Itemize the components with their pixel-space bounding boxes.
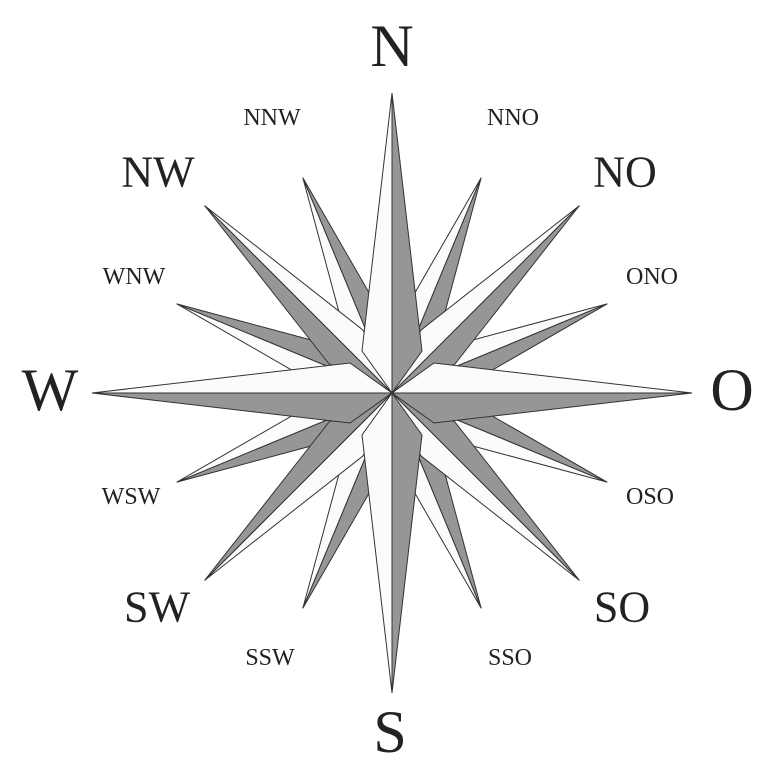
label-wnw: WNW — [103, 264, 166, 290]
label-o: O — [710, 357, 753, 423]
spike-o-half-left — [390, 362, 693, 394]
spike-w-half-right — [91, 362, 394, 394]
spike-s-half-left — [391, 391, 423, 694]
label-so: SO — [594, 583, 650, 632]
spike-o-half-right — [390, 392, 693, 424]
label-ssw: SSW — [245, 645, 295, 671]
label-n: N — [370, 13, 413, 79]
spike-s-half-right — [361, 391, 393, 694]
label-ono: ONO — [626, 264, 678, 290]
compass-spikes — [91, 92, 693, 694]
spike-n-half-left — [361, 92, 393, 395]
label-s: S — [373, 699, 406, 765]
label-no: NO — [593, 148, 657, 197]
label-w: W — [22, 357, 79, 423]
spike-n-half-right — [391, 92, 423, 395]
label-nw: NW — [121, 148, 195, 197]
spike-w-half-left — [91, 392, 394, 424]
label-nnw: NNW — [243, 105, 301, 131]
label-sso: SSO — [488, 645, 532, 671]
label-sw: SW — [124, 583, 190, 632]
label-nno: NNO — [487, 105, 539, 131]
label-oso: OSO — [626, 484, 674, 510]
label-wsw: WSW — [102, 484, 161, 510]
